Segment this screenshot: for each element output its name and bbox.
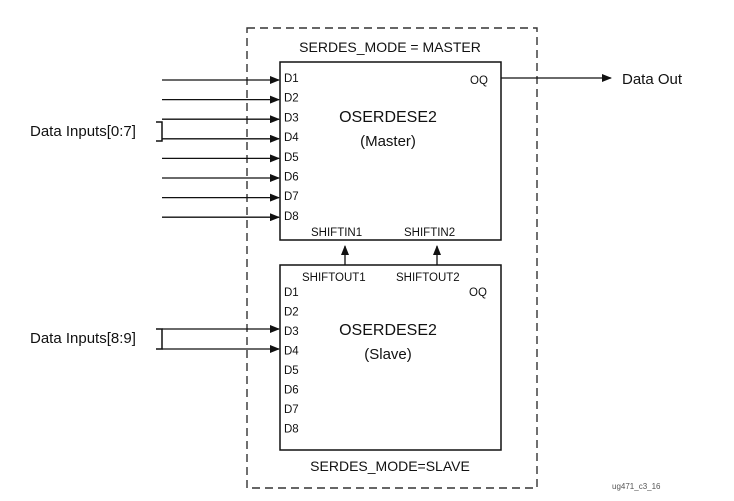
master-input-port-d2: D2	[284, 93, 299, 105]
slave-input-port-d5: D5	[284, 365, 299, 377]
master-shiftin1-port: SHIFTIN1	[311, 227, 362, 239]
data-inputs-slave-label: Data Inputs[8:9]	[30, 330, 136, 347]
master-input-port-d5: D5	[284, 152, 299, 164]
master-input-bracket	[156, 121, 163, 142]
slave-input-bracket	[156, 328, 163, 350]
master-oserdes-block	[279, 61, 502, 241]
master-input-port-d7: D7	[284, 191, 299, 203]
slave-input-port-d6: D6	[284, 385, 299, 397]
slave-input-port-d4: D4	[284, 346, 299, 358]
slave-shiftout1-port: SHIFTOUT1	[302, 272, 366, 284]
master-input-port-d6: D6	[284, 172, 299, 184]
figure-id: ug471_c3_16	[612, 482, 661, 491]
data-inputs-master-label: Data Inputs[0:7]	[30, 123, 136, 140]
slave-input-port-d7: D7	[284, 404, 299, 416]
master-input-port-d3: D3	[284, 112, 299, 124]
master-input-port-d8: D8	[284, 211, 299, 223]
master-shiftin2-port: SHIFTIN2	[404, 227, 455, 239]
slave-block-title: OSERDESE2	[339, 322, 437, 339]
serdes-mode-master-label: SERDES_MODE = MASTER	[299, 39, 481, 55]
master-block-title: OSERDESE2	[339, 109, 437, 126]
slave-input-port-d8: D8	[284, 424, 299, 436]
master-input-port-d1: D1	[284, 73, 299, 85]
slave-shiftout2-port: SHIFTOUT2	[396, 272, 460, 284]
slave-block-role: (Slave)	[364, 346, 412, 363]
slave-input-port-d2: D2	[284, 307, 299, 319]
master-input-port-d4: D4	[284, 132, 299, 144]
data-out-label: Data Out	[622, 71, 683, 88]
master-input-arrows	[162, 76, 280, 222]
slave-oq-port: OQ	[469, 287, 487, 299]
serdes-mode-boundary	[246, 27, 538, 489]
slave-input-port-d3: D3	[284, 326, 299, 338]
slave-oserdes-block	[279, 264, 502, 451]
serdes-mode-slave-label: SERDES_MODE=SLAVE	[310, 458, 470, 474]
master-block-role: (Master)	[360, 133, 416, 150]
slave-input-port-d1: D1	[284, 287, 299, 299]
master-oq-port: OQ	[470, 75, 488, 87]
